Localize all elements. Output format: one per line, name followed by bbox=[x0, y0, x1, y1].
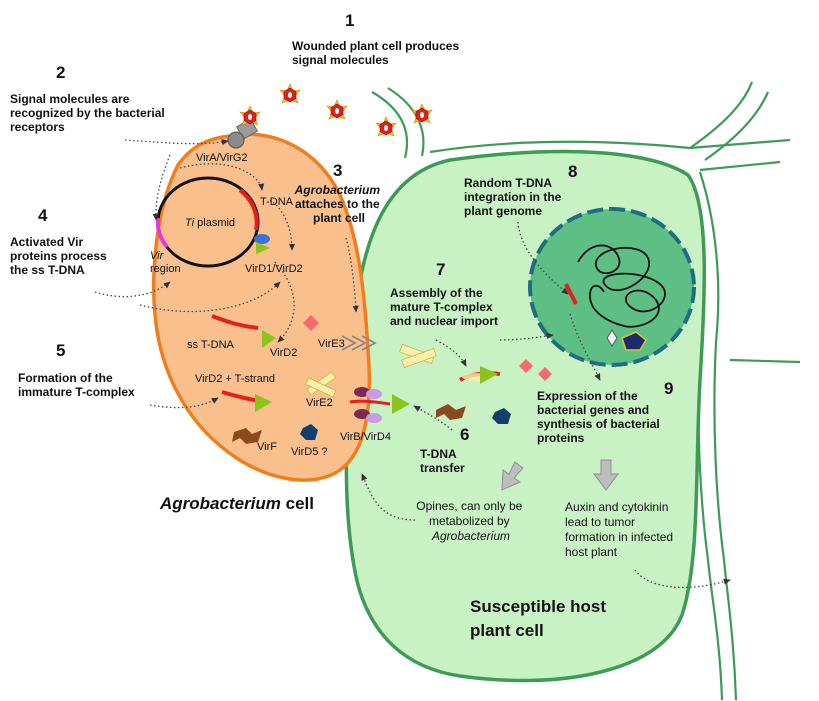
signal-molecules bbox=[239, 83, 433, 137]
virD2-protein bbox=[262, 330, 276, 348]
virE3-label: VirE3 bbox=[318, 338, 345, 350]
step-3-text: Agrobacterium attaches to the plant cell bbox=[294, 183, 384, 225]
opines-text: Opines, can only be metabolized by Agrob… bbox=[416, 499, 525, 543]
step-2-text: Signal molecules are recognized by the b… bbox=[10, 92, 168, 134]
virB-virD4-label: VirB/VirD4 bbox=[340, 431, 391, 443]
plant-nucleus bbox=[528, 207, 696, 367]
virE3-protein bbox=[303, 315, 319, 331]
virD1-virD2-label: VirD1/VirD2 bbox=[245, 263, 303, 275]
vir-region-label: Vir region bbox=[150, 250, 181, 275]
virE2-protein bbox=[305, 371, 337, 398]
ti-plasmid-label: Ti plasmid bbox=[185, 217, 235, 229]
virF-in-plant bbox=[436, 404, 466, 420]
step-8-text: Random T-DNA integration in the plant ge… bbox=[464, 176, 565, 218]
virD1-protein bbox=[254, 234, 270, 244]
virE2-in-plant bbox=[399, 343, 437, 369]
plant-cell-label: Susceptible host plant cell bbox=[470, 597, 611, 640]
integrated-tdna bbox=[564, 283, 578, 305]
connector-lines bbox=[94, 139, 731, 588]
virA-receptor bbox=[227, 118, 259, 149]
virD2-on-plasmid bbox=[256, 242, 270, 254]
virE2-label: VirE2 bbox=[306, 397, 333, 409]
step-2-number: 2 bbox=[56, 63, 65, 82]
agrobacterium-cell-label: Agrobacterium cell bbox=[159, 494, 314, 513]
step-9-number: 9 bbox=[664, 379, 673, 398]
step-9-text: Expression of the bacterial genes and sy… bbox=[537, 389, 663, 445]
virE3-in-plant-1 bbox=[519, 359, 533, 373]
virE3-in-plant-2 bbox=[538, 367, 552, 381]
agrobacterium-cell bbox=[151, 132, 372, 482]
step-5-text: Formation of the immature T-complex bbox=[18, 371, 135, 399]
plant-genome-dna bbox=[577, 244, 666, 328]
auxin-arrow bbox=[593, 459, 619, 491]
ss-tdna-label: ss T-DNA bbox=[187, 339, 235, 351]
step-1-text: Wounded plant cell produces signal molec… bbox=[292, 39, 462, 67]
virD5-protein bbox=[300, 424, 318, 440]
virA-virG2-label: VirA/VirG2 bbox=[196, 152, 248, 164]
auxin-cytokinin-text: Auxin and cytokinin lead to tumor format… bbox=[565, 500, 676, 559]
virD2-mature bbox=[480, 366, 498, 384]
ss-tdna-strand bbox=[211, 314, 259, 330]
step-7-number: 7 bbox=[436, 260, 445, 279]
nuclear-protein-pentagon bbox=[621, 331, 647, 351]
virD5-in-plant bbox=[492, 408, 511, 424]
step-3-number: 3 bbox=[333, 161, 342, 180]
virF-label: VirF bbox=[257, 441, 277, 453]
virE3-pore bbox=[341, 335, 377, 351]
virD2-tstrand-label: VirD2 + T-strand bbox=[195, 373, 275, 385]
virF-protein bbox=[232, 428, 262, 444]
step-7-text: Assembly of the mature T-complex and nuc… bbox=[390, 286, 498, 328]
step-4-number: 4 bbox=[38, 206, 48, 225]
step-5-number: 5 bbox=[56, 341, 65, 360]
virD2-label: VirD2 bbox=[270, 347, 297, 359]
virB-virD4-channel bbox=[349, 387, 410, 423]
nuclear-protein-diamond bbox=[606, 329, 618, 347]
tdna-label: T-DNA bbox=[260, 196, 294, 208]
step-8-number: 8 bbox=[568, 162, 577, 181]
opines-arrow bbox=[501, 461, 524, 491]
step-6-number: 6 bbox=[460, 425, 469, 444]
virD2-tstrand-protein bbox=[255, 394, 272, 412]
virD5-label: VirD5 ? bbox=[291, 446, 327, 458]
step-1-number: 1 bbox=[345, 11, 354, 30]
step-4-text: Activated Vir proteins process the ss T-… bbox=[10, 235, 110, 277]
step-6-text: T-DNA transfer bbox=[420, 447, 465, 475]
plasmid-tdna-segment bbox=[238, 188, 259, 231]
